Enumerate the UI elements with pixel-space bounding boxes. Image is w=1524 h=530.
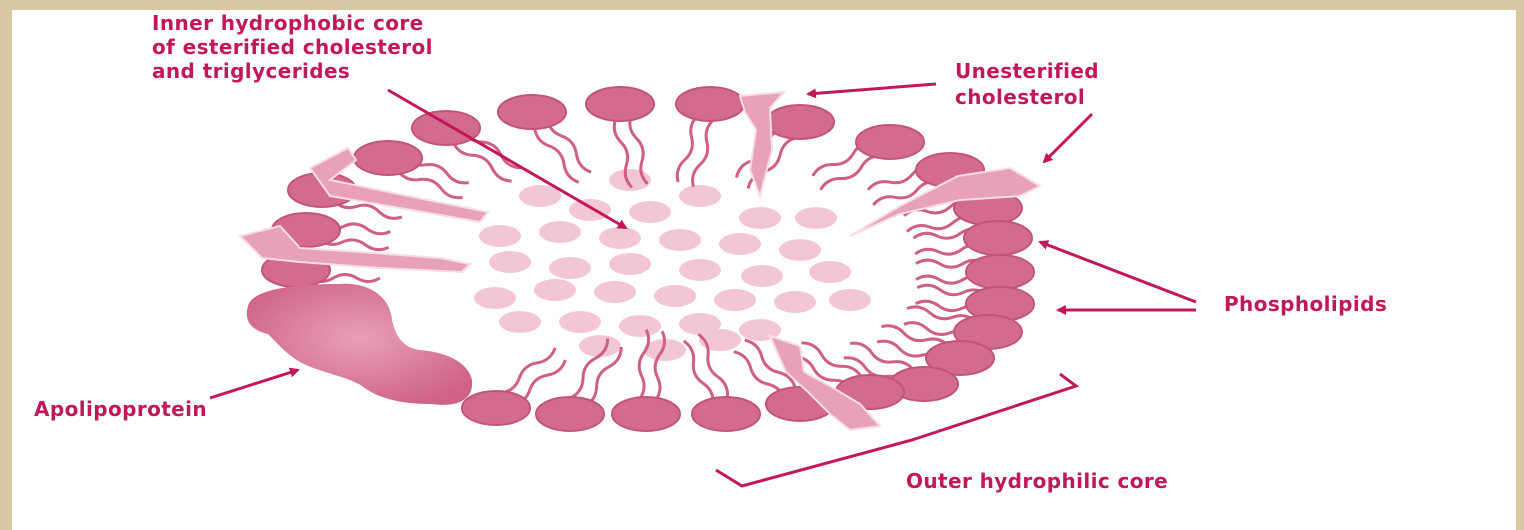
- core-lipid-droplet: [654, 285, 696, 307]
- core-lipid-droplet: [549, 257, 591, 279]
- phospholipid-tail: [502, 348, 555, 393]
- label-unesterified-line2: cholesterol: [955, 86, 1085, 109]
- core-lipid-droplet: [489, 251, 531, 273]
- core-lipid-droplet: [599, 227, 641, 249]
- core-lipid-droplet: [609, 253, 651, 275]
- core-lipid-droplet: [479, 225, 521, 247]
- label-core-line3: and triglycerides: [152, 60, 350, 83]
- core-lipid-droplet: [539, 221, 581, 243]
- phospholipid-head: [692, 397, 760, 431]
- core-lipid-droplet: [809, 261, 851, 283]
- core-lipid-droplet: [795, 207, 837, 229]
- hydrophobic-core: [474, 169, 871, 361]
- label-outer-core: Outer hydrophilic core: [906, 470, 1168, 493]
- phospholipid-head: [612, 397, 680, 431]
- label-core-line2: of esterified cholesterol: [152, 36, 433, 59]
- phospholipid-head: [676, 87, 744, 121]
- phospholipid-tail: [639, 330, 648, 400]
- phospholipid-tail: [693, 120, 714, 187]
- core-lipid-droplet: [629, 201, 671, 223]
- arrow-unesterified-top: [808, 84, 936, 94]
- core-lipid-droplet: [619, 315, 661, 337]
- label-unesterified-line1: Unesterified: [955, 60, 1099, 83]
- phospholipid-head: [966, 255, 1034, 289]
- phospholipid-head: [498, 95, 566, 129]
- cholesterol-top: [740, 92, 784, 196]
- label-apolipoprotein: Apolipoprotein: [34, 398, 207, 421]
- phospholipid-head: [462, 391, 530, 425]
- core-lipid-droplet: [739, 207, 781, 229]
- core-lipid-droplet: [714, 289, 756, 311]
- phospholipid-tail: [398, 171, 463, 198]
- phospholipid-tail: [535, 128, 579, 182]
- phospholipid-head: [412, 111, 480, 145]
- core-lipid-droplet: [779, 239, 821, 261]
- phospholipid-head: [536, 397, 604, 431]
- phospholipid-tail: [801, 343, 862, 378]
- core-lipid-droplet: [679, 259, 721, 281]
- core-lipid-droplet: [741, 265, 783, 287]
- phospholipid-tail: [453, 142, 511, 181]
- core-lipid-droplet: [829, 289, 871, 311]
- core-lipid-droplet: [679, 185, 721, 207]
- phospholipid-head: [964, 221, 1032, 255]
- core-lipid-droplet: [534, 279, 576, 301]
- core-lipid-droplet: [569, 199, 611, 221]
- core-lipid-droplet: [594, 281, 636, 303]
- phospholipid-head: [856, 125, 924, 159]
- core-lipid-droplet: [499, 311, 541, 333]
- label-phospholipids: Phospholipids: [1224, 293, 1387, 316]
- arrow-apolipoprotein: [210, 370, 298, 398]
- phospholipid-tail: [850, 343, 914, 371]
- core-lipid-droplet: [559, 311, 601, 333]
- arrow-phospholipid-1: [1040, 242, 1196, 302]
- core-lipid-droplet: [774, 291, 816, 313]
- core-lipid-droplet: [719, 233, 761, 255]
- core-lipid-droplet: [474, 287, 516, 309]
- label-core-line1: Inner hydrophobic core: [152, 12, 424, 35]
- phospholipid-head: [766, 105, 834, 139]
- phospholipid-head: [586, 87, 654, 121]
- core-lipid-droplet: [659, 229, 701, 251]
- apolipoprotein-shape: [247, 284, 472, 405]
- arrow-unesterified-right: [1044, 114, 1092, 162]
- phospholipid-head: [354, 141, 422, 175]
